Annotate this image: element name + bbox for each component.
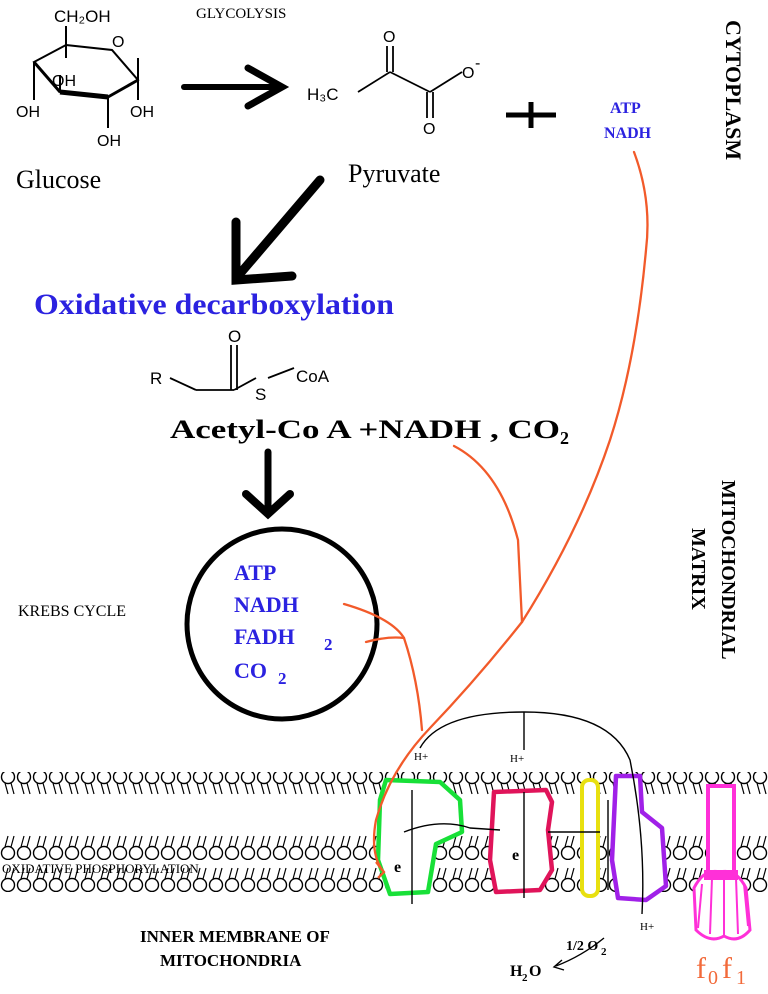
mito-matrix-line1: MITOCHONDRIAL bbox=[717, 480, 739, 660]
pyruvate-o-top: O bbox=[383, 29, 395, 46]
krebs-fadh: FADH bbox=[234, 624, 295, 649]
plus-sign bbox=[506, 102, 556, 128]
fofi-1: 1 bbox=[736, 967, 746, 989]
fofi-f1: f bbox=[722, 952, 732, 985]
pyruvate-o-bottom: O bbox=[423, 121, 435, 138]
atp-top: ATP bbox=[610, 100, 641, 117]
half-o2: 1/2 O bbox=[566, 939, 598, 954]
acetyl-o: O bbox=[228, 327, 241, 346]
cytoplasm-label: CYTOPLASM bbox=[721, 20, 746, 160]
complex-iii bbox=[487, 787, 555, 895]
glucose-ch2oh: CH₂OH bbox=[54, 7, 111, 26]
decarboxylation-arrow bbox=[231, 175, 325, 285]
pyruvate-structure bbox=[357, 46, 463, 118]
electron-2: e bbox=[512, 847, 519, 864]
water-sub: 2 bbox=[522, 972, 528, 984]
acetyl-co2-subscript: 2 bbox=[560, 428, 569, 448]
krebs-atp: ATP bbox=[234, 560, 276, 585]
glucose-structure bbox=[32, 26, 140, 128]
complex-i bbox=[375, 777, 465, 897]
krebs-cycle-label: KREBS CYCLE bbox=[18, 603, 126, 620]
half-o2-sub: 2 bbox=[601, 946, 607, 958]
inner-membrane-line2: MITOCHONDRIA bbox=[160, 951, 302, 970]
complex-iv bbox=[609, 773, 669, 903]
water-o: O bbox=[529, 963, 541, 980]
electron-1: e bbox=[394, 859, 401, 876]
pyruvate-charge: - bbox=[475, 55, 480, 72]
h-plus-2: H+ bbox=[510, 753, 524, 765]
glucose-oh-4: OH bbox=[97, 133, 121, 150]
glucose-oh-2: OH bbox=[16, 104, 40, 121]
oxidative-decarboxylation-label: Oxidative decarboxylation bbox=[34, 288, 394, 321]
cytochrome-c bbox=[580, 778, 600, 898]
acetyl-coa: CoA bbox=[296, 367, 330, 386]
acetyl-s: S bbox=[255, 385, 266, 404]
pyruvate-label: Pyruvate bbox=[348, 159, 440, 188]
inner-membrane-line1: INNER MEMBRANE OF bbox=[140, 927, 330, 946]
krebs-products: ATP NADH FADH 2 CO 2 bbox=[234, 560, 333, 688]
glycolysis-arrow bbox=[181, 64, 290, 110]
fofi-0: 0 bbox=[708, 967, 718, 989]
krebs-co2-sub: 2 bbox=[278, 669, 287, 688]
nadh-orange-paths bbox=[342, 150, 649, 872]
glycolysis-label: GLYCOLYSIS bbox=[196, 6, 286, 22]
krebs-arrow bbox=[242, 448, 294, 520]
h-plus-1: H+ bbox=[414, 751, 428, 763]
fofi-f0: f bbox=[696, 952, 706, 985]
orange-arrow-heads bbox=[375, 861, 386, 879]
h-plus-3: H+ bbox=[640, 921, 654, 933]
atp-synthase bbox=[692, 784, 752, 941]
glucose-oh-1: OH bbox=[52, 73, 76, 90]
glucose-ring-o: O bbox=[112, 34, 124, 51]
mito-matrix-line2: MATRIX bbox=[687, 528, 709, 610]
electron-transport-lines bbox=[403, 711, 644, 971]
krebs-co: CO bbox=[234, 658, 267, 683]
glucose-label: Glucose bbox=[16, 165, 101, 194]
acetyl-coa-structure bbox=[169, 345, 295, 391]
nadh-top: NADH bbox=[604, 125, 652, 142]
acetyl-coa-products: Acetyl-Co A +NADH , CO bbox=[170, 415, 560, 444]
glucose-oh-3: OH bbox=[130, 104, 154, 121]
krebs-nadh: NADH bbox=[234, 592, 299, 617]
pyruvate-o-minus: O bbox=[462, 65, 474, 82]
pyruvate-h3c: H₃C bbox=[307, 85, 338, 104]
oxidative-phosphorylation-label: OXIDATIVE PHOSPHORYLATION bbox=[2, 861, 199, 876]
water-h: H bbox=[510, 963, 523, 980]
krebs-fadh-sub: 2 bbox=[324, 635, 333, 654]
krebs-cycle-circle bbox=[184, 526, 380, 722]
acetyl-r: R bbox=[150, 369, 162, 388]
